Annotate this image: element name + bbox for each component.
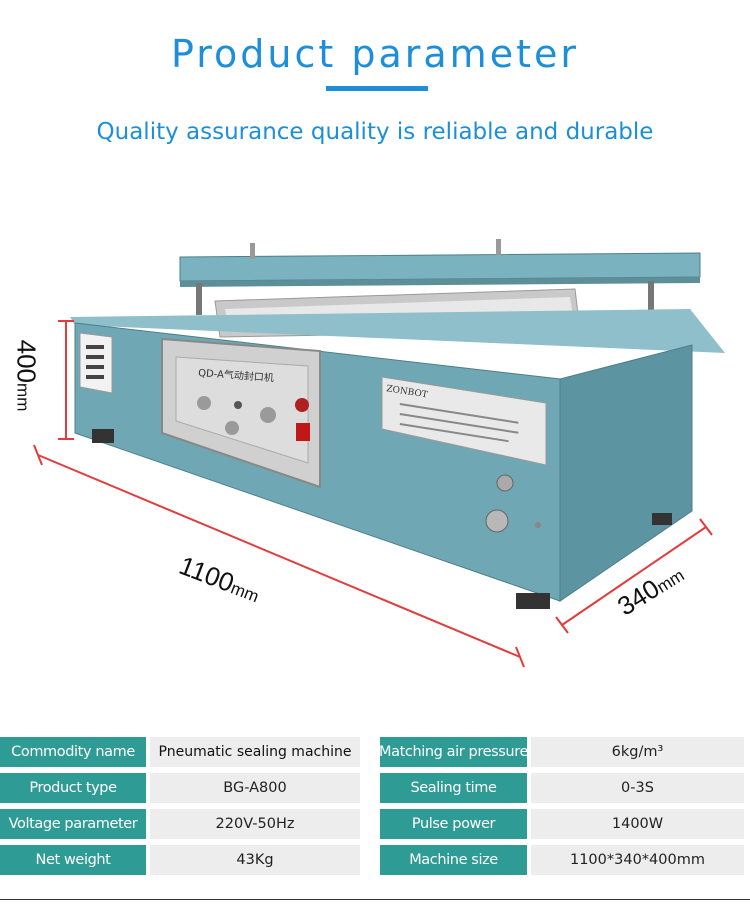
spec-value-net-weight: 43Kg — [150, 845, 360, 875]
bottom-divider — [0, 899, 750, 900]
machine-top — [70, 309, 725, 353]
machine-side — [559, 344, 693, 602]
dimension-height-value: 400 — [11, 339, 42, 384]
spec-label-pulse-power: Pulse power — [380, 809, 527, 839]
brand-plate — [381, 376, 547, 466]
spec-value-machine-size: 1100*340*400mm — [531, 845, 744, 875]
spec-label-commodity-name: Commodity name — [0, 737, 146, 767]
page-title: Product parameter — [171, 32, 579, 76]
page-subtitle: Quality assurance quality is reliable an… — [96, 119, 654, 145]
spec-value-product-type: BG-A800 — [150, 773, 360, 803]
spec-label-sealing-time: Sealing time — [380, 773, 527, 803]
title-underline — [326, 86, 428, 91]
spec-label-product-type: Product type — [0, 773, 146, 803]
spec-label-net-weight: Net weight — [0, 845, 146, 875]
product-photo: QD-A气动封口机 ZONBOT — [33, 239, 725, 668]
dimension-height-label: 400mm — [10, 340, 41, 412]
spec-plate — [79, 332, 113, 394]
spec-value-commodity-name: Pneumatic sealing machine — [150, 737, 360, 767]
dimension-height-unit: mm — [13, 383, 33, 412]
spec-label-air-pressure: Matching air pressure — [380, 737, 527, 767]
dimension-lines — [33, 320, 713, 668]
spec-value-pulse-power: 1400W — [531, 809, 744, 839]
spec-value-voltage: 220V-50Hz — [150, 809, 360, 839]
spec-label-voltage: Voltage parameter — [0, 809, 146, 839]
spec-value-sealing-time: 0-3S — [531, 773, 744, 803]
spec-value-air-pressure: 6kg/m³ — [531, 737, 744, 767]
spec-label-machine-size: Machine size — [380, 845, 527, 875]
